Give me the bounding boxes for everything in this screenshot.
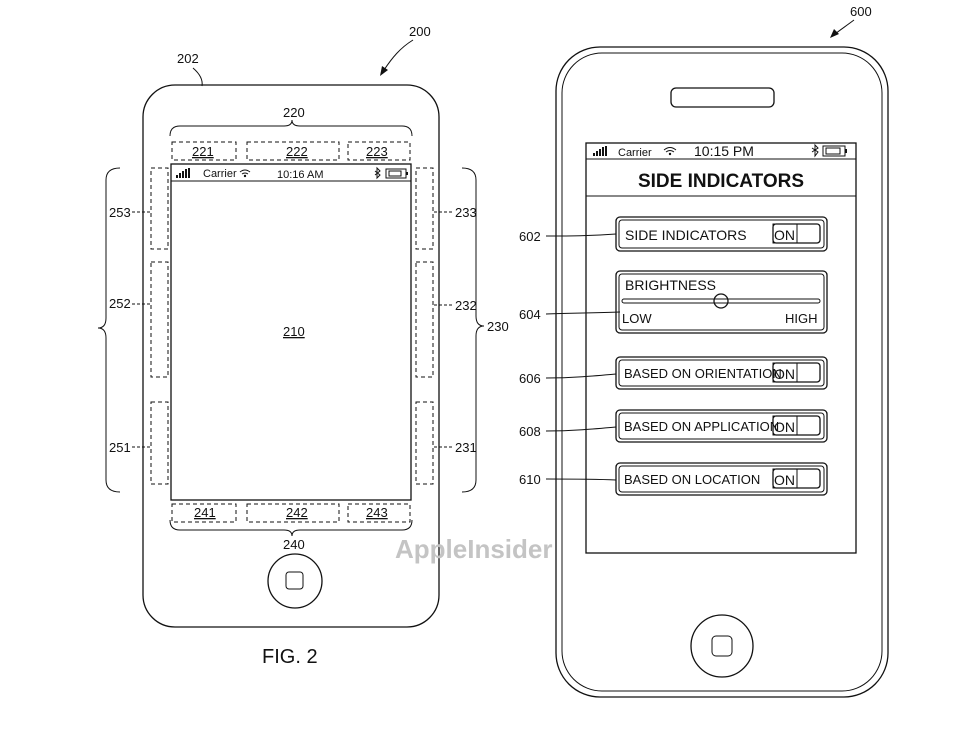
right-device-outer: [555, 46, 889, 698]
setting-based-on-application[interactable]: BASED ON APPLICATION ON: [615, 409, 828, 443]
ref-610-leader: [545, 478, 617, 481]
zone-253: [150, 167, 169, 250]
speaker-slot: [670, 87, 775, 108]
zone-241: [171, 503, 237, 523]
ref-200-label: 200: [409, 24, 431, 39]
right-battery-icon: [822, 145, 847, 157]
ref-241-label: 241: [194, 505, 216, 520]
top-group-brace: [169, 119, 413, 137]
zone-223: [347, 141, 411, 161]
ref-600-label: 600: [850, 4, 872, 19]
setting-application-label: BASED ON APPLICATION: [624, 419, 779, 434]
setting-location-label: BASED ON LOCATION: [624, 472, 760, 487]
left-signal-icon: [176, 168, 190, 178]
brightness-high-label: HIGH: [785, 311, 818, 326]
left-bluetooth-icon: [374, 166, 381, 180]
ref-202-leader: [192, 67, 203, 87]
location-toggle-text: ON: [774, 472, 795, 488]
ref-232-label: 232: [455, 298, 477, 313]
ref-233-label: 233: [455, 205, 477, 220]
ref-222-label: 222: [286, 144, 308, 159]
watermark-text: AppleInsider: [395, 534, 552, 564]
right-status-time: 10:15 PM: [694, 143, 754, 159]
orientation-toggle-text: ON: [774, 366, 795, 382]
left-group-brace: [97, 167, 121, 493]
ref-242-label: 242: [286, 505, 308, 520]
ref-610-label: 610: [519, 472, 541, 487]
figure-caption: FIG. 2: [262, 646, 318, 668]
side-indicators-toggle-text: ON: [774, 227, 795, 243]
ref-251-label: 251: [109, 440, 131, 455]
ref-221-label: 221: [192, 144, 214, 159]
left-status-time: 10:16 AM: [277, 169, 323, 181]
right-wifi-icon: [663, 147, 677, 153]
brightness-slider-knob[interactable]: [713, 293, 729, 309]
zone-233: [415, 167, 434, 250]
ref-210-label: 210: [283, 324, 305, 339]
bottom-group-brace: [169, 519, 413, 537]
zone-243: [347, 503, 411, 523]
zone-222: [246, 141, 340, 161]
left-home-button: [267, 553, 323, 609]
ref-604-leader: [545, 311, 621, 315]
right-bluetooth-icon: [811, 143, 819, 158]
right-group-brace: [461, 167, 485, 493]
ref-606-label: 606: [519, 371, 541, 386]
right-device-inner: [561, 52, 883, 692]
ref-602-label: 602: [519, 229, 541, 244]
ref-223-label: 223: [366, 144, 388, 159]
ref-252-label: 252: [109, 296, 131, 311]
ref-240-label: 240: [283, 537, 305, 552]
right-signal-icon: [593, 146, 607, 156]
ref-604-label: 604: [519, 307, 541, 322]
left-device: 200 202 220 221 222 223 Carrier 10:16 AM: [97, 24, 509, 668]
right-device: 600 Carrier 10:15 PM SIDE INDICATORS: [519, 4, 889, 698]
left-status-carrier: Carrier: [203, 168, 237, 180]
ref-220-label: 220: [283, 105, 305, 120]
ref-243-label: 243: [366, 505, 388, 520]
ref-606-leader: [545, 373, 617, 379]
ref-600-arrowhead: [830, 29, 839, 38]
zone-232: [415, 261, 434, 378]
zone-252: [150, 261, 169, 378]
ref-200-arrowhead: [380, 66, 388, 76]
brightness-track[interactable]: [621, 298, 821, 304]
left-battery-icon: [385, 168, 408, 179]
left-home-button-glyph: [285, 571, 304, 590]
zone-231: [415, 401, 434, 485]
ref-253-label: 253: [109, 205, 131, 220]
zone-251: [150, 401, 169, 485]
setting-side-indicators-label: SIDE INDICATORS: [625, 227, 747, 243]
left-wifi-icon: [239, 169, 251, 175]
ref-231-label: 231: [455, 440, 477, 455]
brightness-low-label: LOW: [622, 311, 652, 326]
ref-230-label: 230: [487, 319, 509, 334]
screen-title: SIDE INDICATORS: [638, 171, 804, 192]
brightness-label: BRIGHTNESS: [625, 277, 716, 293]
left-device-body: [142, 84, 440, 628]
setting-side-indicators[interactable]: SIDE INDICATORS ON: [615, 216, 828, 252]
application-toggle-text: ON: [774, 419, 795, 435]
right-home-button: [690, 614, 754, 678]
ref-202-label: 202: [177, 51, 199, 66]
setting-orientation-label: BASED ON ORIENTATION: [624, 366, 782, 381]
setting-based-on-orientation[interactable]: BASED ON ORIENTATION ON: [615, 356, 828, 390]
right-screen: [585, 142, 857, 554]
right-home-button-glyph: [711, 635, 733, 657]
setting-brightness[interactable]: BRIGHTNESS LOW HIGH: [615, 270, 828, 334]
left-screen: [170, 163, 412, 501]
ref-608-label: 608: [519, 424, 541, 439]
ref-600-leader: [834, 19, 855, 35]
ref-608-leader: [545, 426, 617, 432]
ref-602-leader: [545, 233, 617, 237]
right-status-carrier: Carrier: [618, 147, 652, 159]
setting-based-on-location[interactable]: BASED ON LOCATION ON: [615, 462, 828, 496]
zone-242: [246, 503, 340, 523]
ref-200-leader: [383, 39, 414, 71]
zone-221: [171, 141, 237, 161]
